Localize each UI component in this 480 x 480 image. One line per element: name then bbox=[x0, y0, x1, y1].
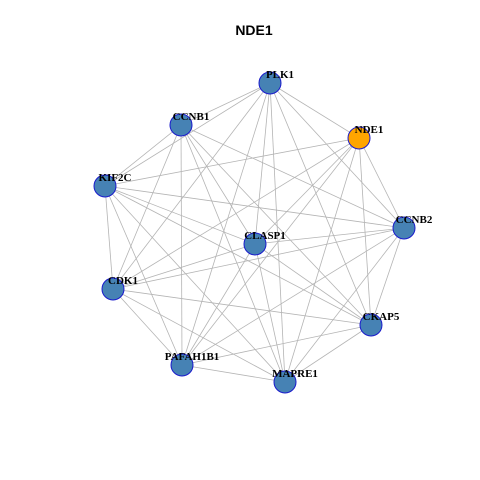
edge-nde1-pafah1b1 bbox=[181, 137, 360, 366]
node-kif2c[interactable] bbox=[93, 174, 117, 198]
edge-kif2c-pafah1b1 bbox=[104, 185, 183, 366]
edge-ckap5-pafah1b1 bbox=[181, 324, 372, 366]
edge-pafah1b1-mapre1 bbox=[181, 364, 286, 383]
edge-kif2c-clasp1 bbox=[104, 185, 256, 245]
edge-nde1-ckap5 bbox=[358, 137, 372, 326]
node-ckap5[interactable] bbox=[359, 313, 383, 337]
edge-nde1-kif2c bbox=[104, 137, 360, 187]
edge-layer bbox=[104, 82, 405, 383]
node-label-mapre1: MAPRE1 bbox=[272, 368, 318, 380]
node-cdk1[interactable] bbox=[101, 277, 125, 301]
edge-plk1-nde1 bbox=[269, 82, 360, 139]
node-label-ckap5: CKAP5 bbox=[363, 311, 400, 323]
edge-ckap5-mapre1 bbox=[284, 324, 372, 383]
edge-kif2c-cdk1 bbox=[104, 185, 114, 290]
edge-plk1-clasp1 bbox=[254, 82, 271, 245]
node-mapre1[interactable] bbox=[273, 370, 297, 394]
node-label-ccnb2: CCNB2 bbox=[396, 214, 433, 226]
edge-clasp1-pafah1b1 bbox=[181, 243, 256, 366]
node-label-ccnb1: CCNB1 bbox=[173, 111, 210, 123]
edge-ccnb1-mapre1 bbox=[180, 124, 286, 383]
node-pafah1b1[interactable] bbox=[170, 353, 194, 377]
edge-ccnb1-clasp1 bbox=[180, 124, 256, 245]
node-ccnb2[interactable] bbox=[392, 216, 416, 240]
edge-kif2c-ccnb2 bbox=[104, 185, 405, 229]
edge-plk1-ckap5 bbox=[269, 82, 372, 326]
edge-ccnb2-ckap5 bbox=[370, 227, 405, 326]
edge-ccnb2-clasp1 bbox=[254, 227, 405, 245]
edge-plk1-ccnb1 bbox=[180, 82, 271, 126]
node-nde1[interactable] bbox=[347, 126, 371, 150]
node-label-nde1: NDE1 bbox=[355, 124, 384, 136]
node-ccnb1[interactable] bbox=[169, 113, 193, 137]
node-label-cdk1: CDK1 bbox=[108, 275, 138, 287]
edge-ccnb2-pafah1b1 bbox=[181, 227, 405, 366]
edge-clasp1-ckap5 bbox=[254, 243, 372, 326]
node-label-clasp1: CLASP1 bbox=[244, 230, 286, 242]
node-layer bbox=[93, 71, 416, 394]
node-label-plk1: PLK1 bbox=[266, 69, 294, 81]
edge-ccnb1-ccnb2 bbox=[180, 124, 405, 229]
edge-plk1-kif2c bbox=[104, 82, 271, 187]
edge-plk1-pafah1b1 bbox=[181, 82, 271, 366]
edge-nde1-mapre1 bbox=[284, 137, 360, 383]
edge-clasp1-mapre1 bbox=[254, 243, 286, 383]
node-label-kif2c: KIF2C bbox=[99, 172, 132, 184]
edge-ccnb1-kif2c bbox=[104, 124, 182, 187]
edge-clasp1-cdk1 bbox=[112, 243, 256, 290]
edge-ccnb1-cdk1 bbox=[112, 124, 182, 290]
edge-plk1-ccnb2 bbox=[269, 82, 405, 229]
edge-nde1-clasp1 bbox=[254, 137, 360, 245]
edge-cdk1-mapre1 bbox=[112, 288, 286, 383]
node-clasp1[interactable] bbox=[243, 232, 267, 256]
diagram-title: NDE1 bbox=[235, 22, 273, 38]
edge-cdk1-pafah1b1 bbox=[112, 288, 183, 366]
edge-ccnb1-pafah1b1 bbox=[180, 124, 183, 366]
edge-ccnb1-ckap5 bbox=[180, 124, 372, 326]
edge-ccnb2-mapre1 bbox=[284, 227, 405, 383]
node-plk1[interactable] bbox=[258, 71, 282, 95]
edge-nde1-ccnb2 bbox=[358, 137, 405, 229]
edge-plk1-cdk1 bbox=[112, 82, 271, 290]
edge-plk1-mapre1 bbox=[269, 82, 286, 383]
edge-cdk1-ckap5 bbox=[112, 288, 372, 326]
node-label-pafah1b1: PAFAH1B1 bbox=[165, 351, 220, 363]
edge-kif2c-ckap5 bbox=[104, 185, 372, 326]
